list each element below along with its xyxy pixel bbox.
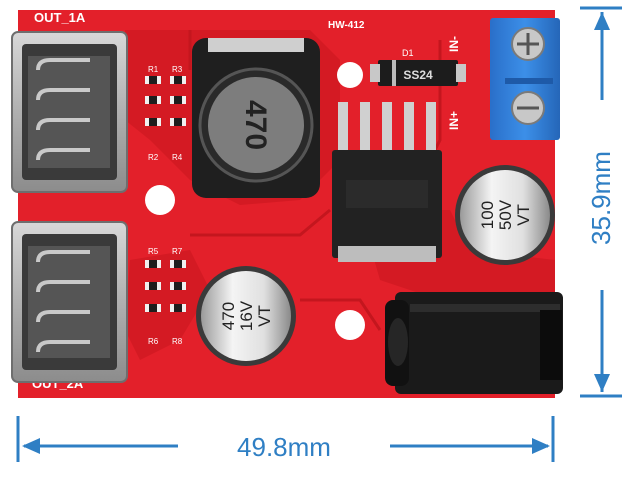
resistor-group-bottom: R5 R7 R6 R8: [145, 247, 186, 346]
usb-port-top: [11, 31, 128, 193]
cap-large-series: VT: [514, 204, 533, 226]
resistor-ref-r8: R8: [172, 337, 183, 346]
mounting-hole-top: [337, 62, 363, 88]
resistor-ref-r6: R6: [148, 337, 159, 346]
width-label: 49.8mm: [237, 432, 331, 462]
resistor-ref-r1: R1: [148, 65, 159, 74]
height-dimension: 35.9mm: [580, 6, 622, 398]
width-arrow-right: [532, 438, 550, 454]
capacitor-100uf: 100 50V VT: [455, 165, 555, 265]
resistor-ref-r7: R7: [172, 247, 183, 256]
screw-terminal: [490, 18, 560, 140]
resistor-ref-r3: R3: [172, 65, 183, 74]
height-arrow-bottom: [594, 374, 610, 392]
inductor-marking: 470: [239, 100, 272, 150]
usb-port-bottom: [11, 221, 128, 383]
mounting-hole-bottom: [335, 310, 365, 340]
input-plus-label: IN+: [447, 111, 461, 130]
mounting-holes: [145, 62, 365, 340]
usb-top-label: OUT_1A: [34, 10, 86, 25]
resistor-ref-r2: R2: [148, 153, 159, 162]
diode-ref-label: D1: [402, 48, 414, 58]
resistor-ref-r4: R4: [172, 153, 183, 162]
dc-barrel-jack: [385, 292, 563, 394]
regulator-ic: [332, 102, 442, 262]
height-label: 35.9mm: [586, 151, 616, 245]
cap-small-value: 470: [219, 302, 238, 330]
cap-small-series: VT: [255, 305, 274, 327]
resistor-group-top: R1 R3 R2 R4: [145, 65, 186, 162]
diode-marking: SS24: [403, 68, 433, 82]
cap-large-voltage: 50V: [496, 199, 515, 230]
width-arrow-left: [22, 438, 40, 454]
resistor-ref-r5: R5: [148, 247, 159, 256]
cap-small-voltage: 16V: [237, 300, 256, 331]
width-dimension: 49.8mm: [16, 416, 555, 462]
model-label: HW-412: [328, 20, 365, 31]
height-arrow-top: [594, 12, 610, 30]
pcb-copper-fill-3: [125, 250, 210, 360]
capacitor-470uf: 470 16V VT: [196, 266, 296, 366]
mounting-hole-left: [145, 185, 175, 215]
input-minus-label: IN-: [447, 36, 461, 52]
inductor: 470: [192, 38, 320, 198]
cap-large-value: 100: [478, 201, 497, 229]
diode-ss24: SS24: [370, 60, 466, 86]
